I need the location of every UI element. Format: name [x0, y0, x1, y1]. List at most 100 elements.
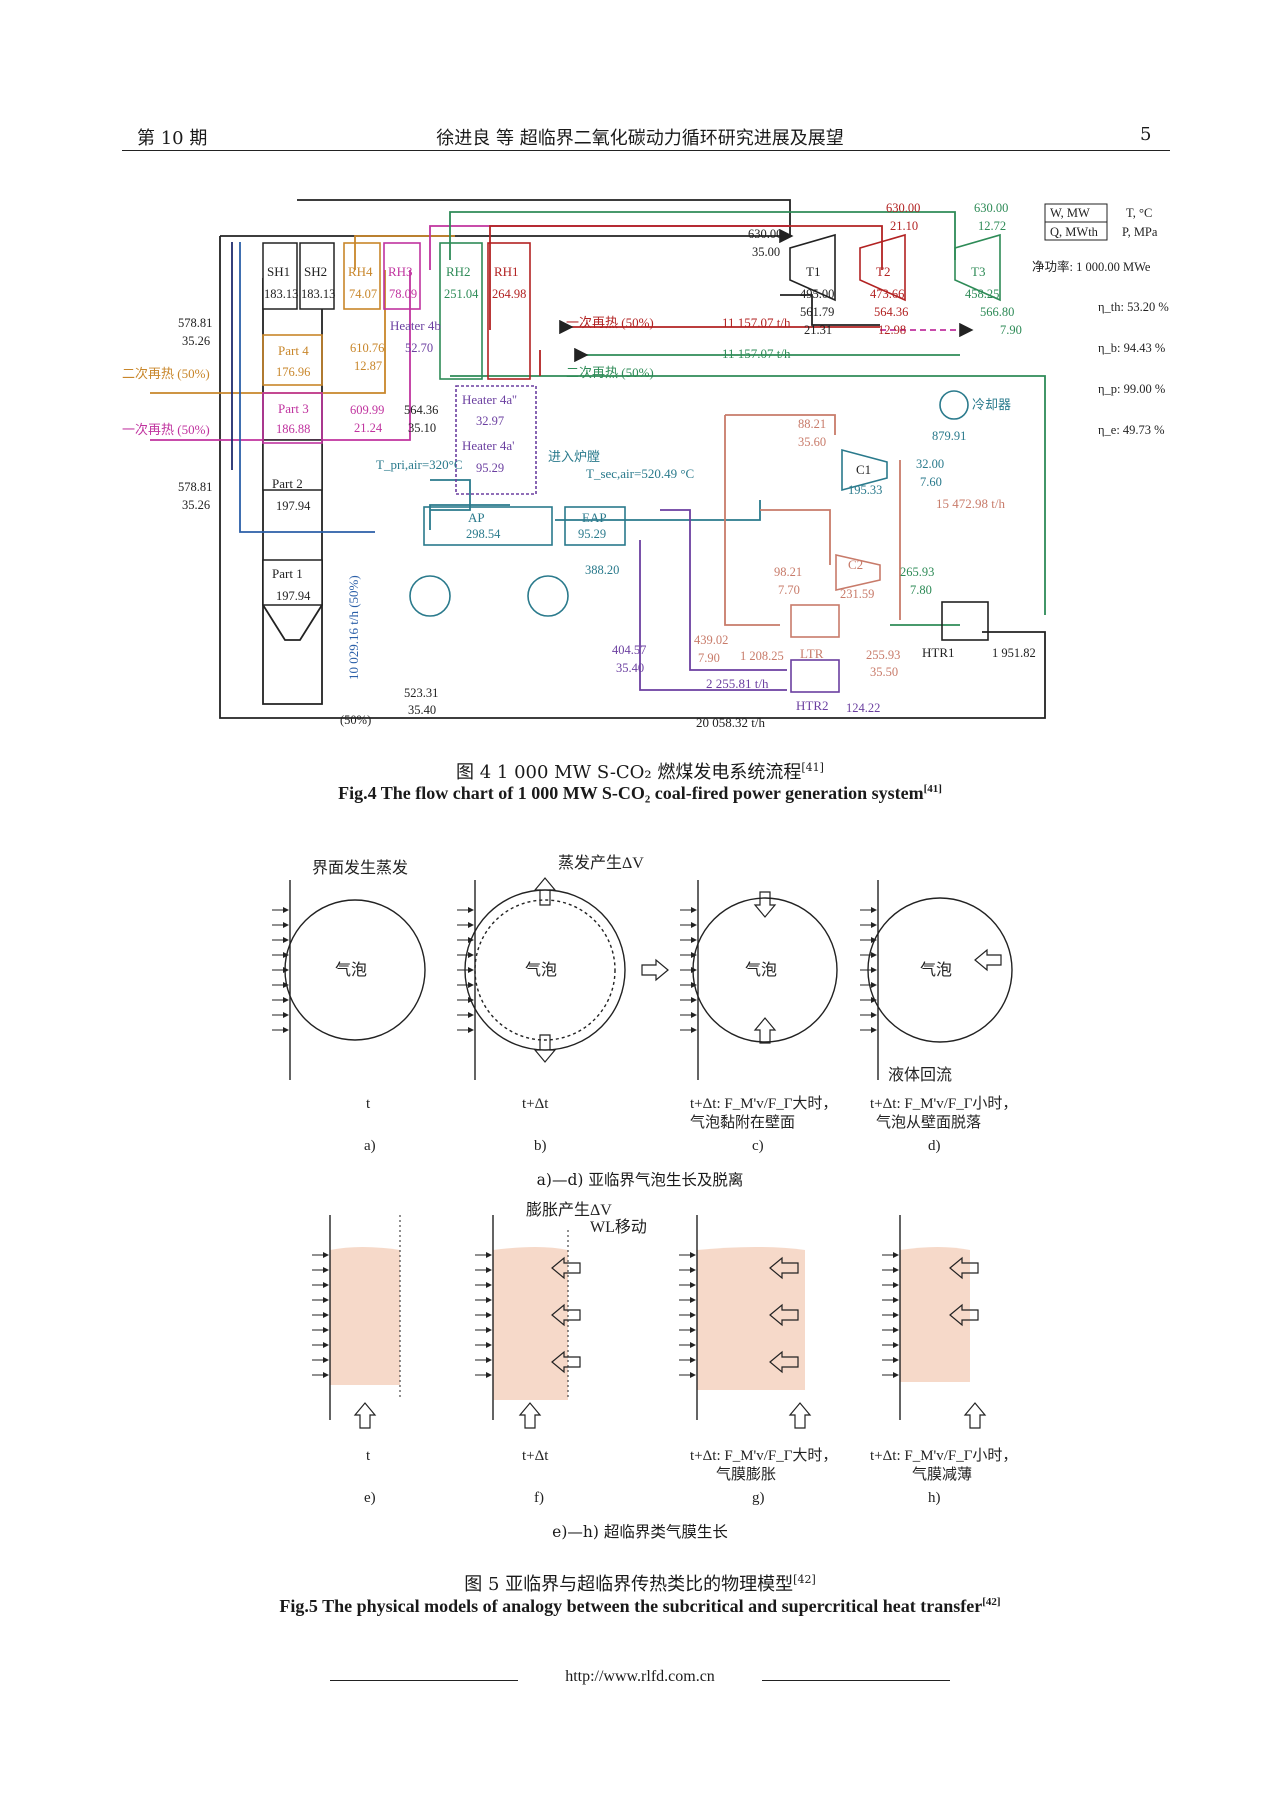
part3-label: Part 3 — [278, 401, 309, 416]
bubble-label-c: 气泡 — [745, 961, 777, 979]
part2-label: Part 2 — [272, 476, 303, 491]
eta-p: η_p: 99.00 % — [1098, 382, 1165, 396]
panel-b-letter: b) — [534, 1138, 547, 1154]
ltr-value: 1 208.25 — [740, 649, 784, 663]
state-610-p: 12.87 — [354, 359, 382, 373]
state-630c-t: 630.00 — [974, 201, 1008, 215]
htr1-label: HTR1 — [922, 645, 955, 660]
panel-d-letter: d) — [928, 1138, 941, 1154]
bubble-label-b: 气泡 — [525, 961, 557, 979]
flow-10029-label: 10 029.16 t/h (50%) — [346, 575, 361, 680]
state-578a-p: 35.26 — [182, 334, 210, 348]
t-sec-label: T_sec,air=520.49 °C — [586, 466, 694, 481]
footer-rule-right — [762, 1680, 950, 1681]
state-578b-p: 35.26 — [182, 498, 210, 512]
t3-label: T3 — [971, 264, 985, 279]
state-630-t: 630.00 — [748, 227, 782, 241]
state-88-p: 35.60 — [798, 435, 826, 449]
t-pri-label: T_pri,air=320°C — [376, 457, 463, 472]
state-564b-t: 564.36 — [404, 403, 438, 417]
rh2-value: 251.04 — [444, 287, 479, 301]
fig5-sub-ad: a)—d) 亚临界气泡生长及脱离 — [536, 1171, 744, 1189]
panel-d-note: 气泡从壁面脱落 — [876, 1114, 981, 1131]
t3-value: 458.25 — [965, 287, 999, 301]
rh3-label: RH3 — [388, 264, 413, 279]
t1-value: 495.00 — [800, 287, 834, 301]
state-578a-t: 578.81 — [178, 316, 212, 330]
flow-11157a-label: 11 157.07 t/h — [722, 315, 791, 330]
part1-value: 197.94 — [276, 589, 311, 603]
panel-h-letter: h) — [928, 1490, 941, 1506]
panel-c-letter: c) — [752, 1138, 764, 1154]
eta-e: η_e: 49.73 % — [1098, 423, 1165, 437]
fig5-sub-eh: e)—h) 超临界类气膜生长 — [552, 1523, 728, 1541]
second-reheat-flow-label: 二次再热 (50%) — [566, 365, 654, 380]
panel-f-time: t+Δt — [522, 1448, 549, 1464]
panel-c-time: t+Δt: F_M'v/F_Γ大时， — [690, 1095, 837, 1112]
rh1-value: 264.98 — [492, 287, 526, 301]
heater4a1-value: 95.29 — [476, 461, 504, 475]
net-power: 净功率: 1 000.00 MWe — [1032, 259, 1151, 274]
htr2-label: HTR2 — [796, 698, 829, 713]
htr1-value: 1 951.82 — [992, 646, 1036, 660]
legend-unit-q: Q, MWth — [1050, 225, 1099, 239]
state-98-t: 98.21 — [774, 565, 802, 579]
liquid-return-label: 液体回流 — [888, 1066, 952, 1084]
rh4-label: RH4 — [348, 264, 373, 279]
legend-unit-w: W, MW — [1050, 206, 1090, 220]
state-566-t: 566.80 — [980, 305, 1014, 319]
state-32-p: 7.60 — [920, 475, 942, 489]
heater4a2-label: Heater 4a'' — [462, 392, 517, 407]
state-564-p: 12.98 — [878, 323, 906, 337]
page-number: 5 — [1140, 124, 1152, 145]
state-404-p: 35.40 — [616, 661, 644, 675]
panel-c-note: 气泡黏附在壁面 — [690, 1114, 795, 1131]
part3-value: 186.88 — [276, 422, 310, 436]
bubble-label-d: 气泡 — [920, 961, 952, 979]
ap-label: AP — [468, 510, 485, 525]
state-98-p: 7.70 — [778, 583, 800, 597]
fig4-caption-en: Fig.4 The flow chart of 1 000 MW S-CO₂ c… — [338, 783, 942, 803]
fig5-bubble-panels: 气泡 气泡 气泡 气泡 界面发生蒸发 蒸发产生ΔV 液体回流 t t+Δt t+… — [272, 854, 1017, 1154]
state-561-t: 561.79 — [800, 305, 834, 319]
panel-h-note: 气膜减薄 — [912, 1466, 972, 1483]
heater4a1-label: Heater 4a' — [462, 438, 515, 453]
state-564b-p: 35.10 — [408, 421, 436, 435]
state-609-t: 609.99 — [350, 403, 384, 417]
state-630b-t: 630.00 — [886, 201, 920, 215]
panel-f-letter: f) — [534, 1490, 544, 1506]
panel-g-note: 气膜膨胀 — [716, 1466, 776, 1483]
cooler-label: 冷却器 — [972, 397, 1011, 412]
state-523-p: 35.40 — [408, 703, 436, 717]
state-388: 388.20 — [585, 563, 619, 577]
into-furnace-label: 进入炉膛 — [548, 449, 600, 464]
state-630c-p: 12.72 — [978, 219, 1006, 233]
state-610-t: 610.76 — [350, 341, 384, 355]
legend-unit-t: T, °C — [1126, 206, 1152, 220]
header-rule — [122, 150, 1170, 151]
state-630b-p: 21.10 — [890, 219, 918, 233]
panel-a-time: t — [366, 1096, 371, 1112]
panel-e-letter: e) — [364, 1490, 376, 1506]
panel-b-time: t+Δt — [522, 1096, 549, 1112]
eta-th: η_th: 53.20 % — [1098, 300, 1169, 314]
bubble-label-a: 气泡 — [335, 961, 367, 979]
first-reheat-flow-label: 一次再热 (50%) — [566, 315, 654, 330]
state-255-t: 255.93 — [866, 648, 900, 662]
htr2-value: 124.22 — [846, 701, 880, 715]
ltr-label: LTR — [800, 646, 824, 661]
rh1-label: RH1 — [494, 264, 519, 279]
t2-label: T2 — [876, 264, 890, 279]
running-title: 徐进良 等 超临界二氧化碳动力循环研究进展及展望 — [436, 128, 844, 149]
flow-20058-label: 20 058.32 t/h — [696, 715, 765, 730]
state-32-t: 32.00 — [916, 457, 944, 471]
sh1-value: 183.13 — [264, 287, 298, 301]
c2-value: 231.59 — [840, 587, 874, 601]
c2-label: C2 — [848, 557, 863, 572]
heater4b-label: Heater 4b — [390, 318, 441, 333]
rh4-value: 74.07 — [349, 287, 377, 301]
cooler-value: 879.91 — [932, 429, 966, 443]
sh2-value: 183.13 — [301, 287, 335, 301]
fig5-caption-en: Fig.5 The physical models of analogy bet… — [279, 1596, 1001, 1616]
